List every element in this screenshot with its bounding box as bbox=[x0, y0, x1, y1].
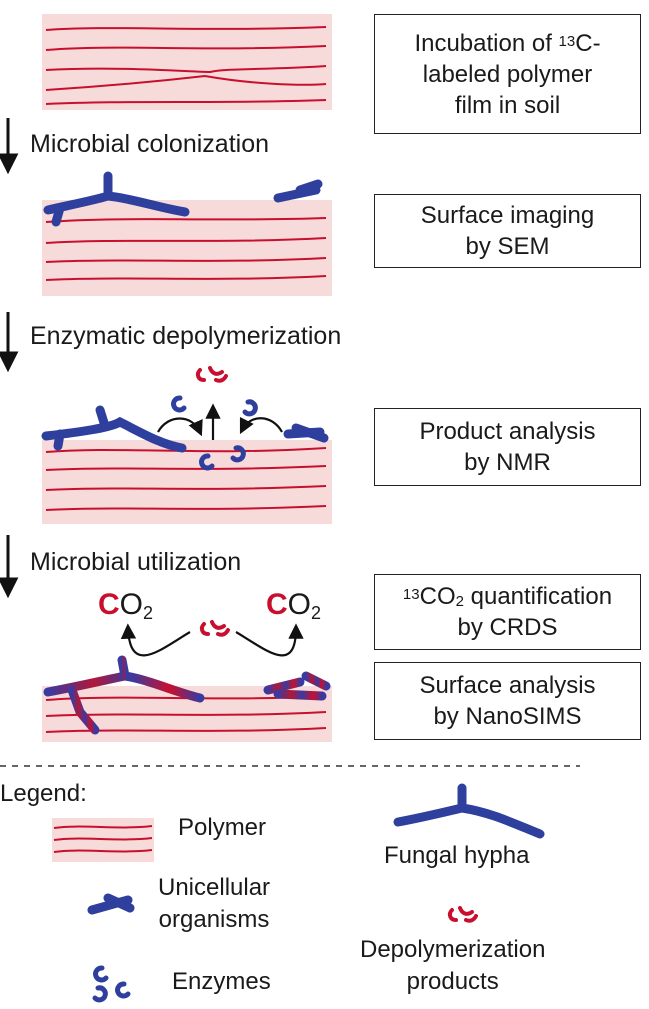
box-sem-line1: Surface imaging bbox=[420, 202, 595, 229]
box-nanosims-line1: Surface analysis bbox=[419, 672, 596, 699]
co2-left-c: C bbox=[98, 588, 120, 621]
box-incubation-line1a: Incubation of bbox=[414, 29, 559, 57]
step-label-utilization: Microbial utilization bbox=[30, 548, 242, 576]
legend-enzymes-icon bbox=[92, 965, 131, 1003]
co2-label-right: CO2 bbox=[266, 588, 322, 624]
box-crds-rest: quantification bbox=[463, 583, 613, 610]
box-incubation: Incubation of 13C- labeled polymer film … bbox=[374, 14, 641, 134]
flow-arrows-3 bbox=[157, 403, 283, 440]
legend-polymer-label: Polymer bbox=[178, 814, 267, 841]
legend-depoly-label: Depolymerization products bbox=[360, 934, 545, 998]
co2-left-o: O bbox=[119, 588, 144, 621]
legend-title: Legend: bbox=[0, 780, 87, 807]
box-crds-co: CO bbox=[419, 583, 456, 610]
legend-depoly-icon bbox=[447, 906, 478, 923]
box-crds-sup: 13 bbox=[402, 586, 420, 603]
box-incubation-line3: film in soil bbox=[454, 91, 561, 119]
box-crds-line2: by CRDS bbox=[457, 614, 558, 641]
fungal-hypha-3 bbox=[41, 405, 329, 453]
box-crds-sub: 2 bbox=[455, 593, 464, 610]
labeled-hypha-4 bbox=[43, 655, 331, 735]
legend-unicellular-label: Unicellular organisms bbox=[158, 872, 270, 936]
box-nanosims-line2: by NanoSIMS bbox=[433, 703, 582, 730]
legend-unicellular-line2: organisms bbox=[158, 906, 270, 933]
box-incubation-sup: 13 bbox=[558, 32, 576, 50]
box-sem-line2: by SEM bbox=[465, 233, 550, 260]
depolymerization-products-3 bbox=[195, 366, 228, 383]
legend-polymer-icon bbox=[52, 818, 154, 862]
enzymes-3 bbox=[171, 395, 258, 471]
legend-depoly-line1: Depolymerization bbox=[360, 936, 546, 963]
legend-unicellular-line1: Unicellular bbox=[158, 874, 271, 901]
flow-arrows-4 bbox=[120, 623, 304, 657]
co2-right-o: O bbox=[287, 588, 312, 621]
box-incubation-line1b: C- bbox=[575, 29, 601, 57]
box-nmr-line2: by NMR bbox=[464, 449, 551, 476]
legend-enzymes-label: Enzymes bbox=[172, 968, 271, 995]
legend-unicellular-icon bbox=[87, 893, 135, 915]
box-crds: 13CO2 quantification by CRDS bbox=[374, 574, 641, 650]
box-incubation-line2: labeled polymer bbox=[422, 60, 593, 88]
fungal-hypha-2 bbox=[43, 171, 323, 227]
legend-hypha-label: Fungal hypha bbox=[384, 842, 530, 869]
legend-depoly-line2: products bbox=[406, 968, 499, 995]
co2-label-left: CO2 bbox=[98, 588, 154, 624]
step-label-colonization: Microbial colonization bbox=[30, 130, 270, 158]
box-nmr-line1: Product analysis bbox=[419, 418, 596, 445]
polymer-film-1 bbox=[42, 14, 332, 110]
box-sem: Surface imaging by SEM bbox=[374, 194, 641, 268]
legend-hypha-icon bbox=[393, 783, 545, 839]
co2-left-sub: 2 bbox=[143, 603, 154, 623]
polymer-film-3 bbox=[42, 440, 332, 524]
depolymerization-products-4 bbox=[199, 620, 230, 637]
co2-right-c: C bbox=[266, 588, 288, 621]
box-nanosims: Surface analysis by NanoSIMS bbox=[374, 662, 641, 740]
box-nmr: Product analysis by NMR bbox=[374, 408, 641, 486]
co2-right-sub: 2 bbox=[311, 603, 322, 623]
step-label-depolymerization: Enzymatic depolymerization bbox=[30, 322, 342, 350]
